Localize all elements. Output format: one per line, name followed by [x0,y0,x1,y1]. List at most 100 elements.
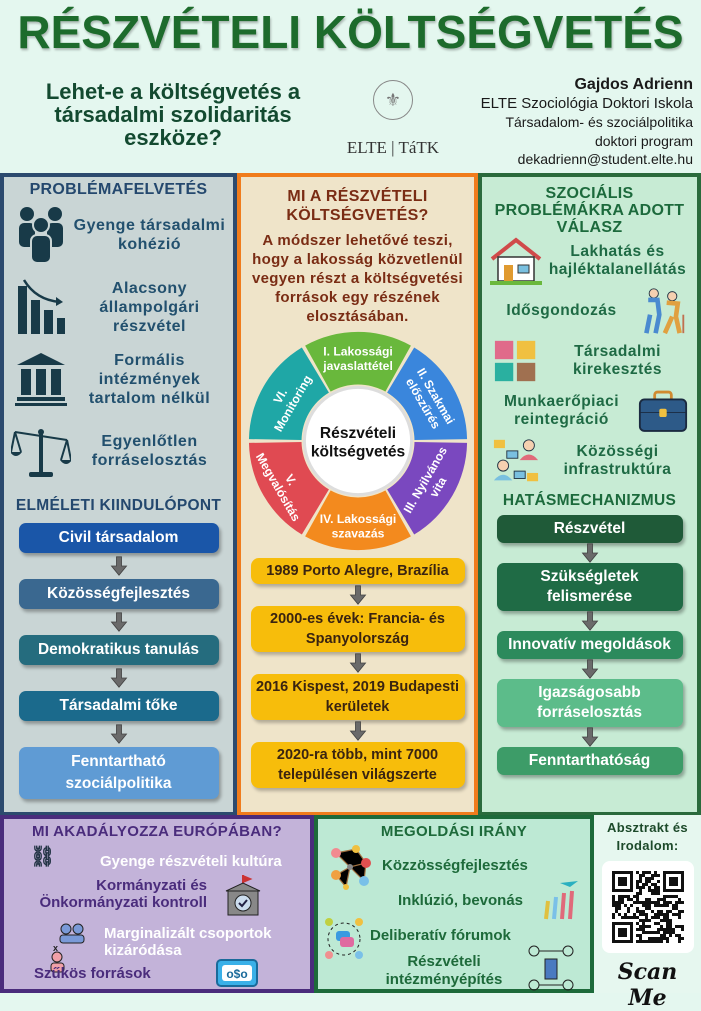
solutions-panel: MEGOLDÁSI IRÁNY Közzösségfejlesztés Inkl… [314,815,594,993]
qr-panel: Absztrakt és Irodalom: Scan Me [594,815,701,1011]
problem-item: Alacsony állampolgári részvétel [10,271,227,343]
theory-box: Közösségfejlesztés [18,579,219,609]
wheel-center [302,385,414,497]
mechanism-heading: HATÁSMECHANIZMUS [502,492,677,509]
down-arrow-icon [579,659,601,679]
down-arrow-icon [579,727,601,747]
poster-title: RÉSZVÉTELI KÖLTSÉGVETÉS [17,6,684,58]
institution-building-icon [10,351,72,407]
author-info: Gajdos Adrienn ELTE Szociológia Doktori … [448,76,693,169]
definition-column: MI A RÉSZVÉTELI KÖLTSÉGVETÉS? A módszer … [237,173,478,816]
institution-network-icon [528,945,574,995]
down-arrow-icon [108,665,130,691]
response-heading: SZOCIÁLIS PROBLÉMÁKRA ADOTT VÁLASZ [494,185,685,236]
network-icon [328,845,372,895]
problem-column: PROBLÉMAFELVETÉS Gyenge társadalmi kohéz… [0,173,237,816]
timeline-box: 1989 Porto Alegre, Brazília [250,558,465,584]
wheel-segment [305,490,411,551]
obstacle-item: Marginalizált csoportok kizáródása [104,925,272,959]
climbing-team-icon [540,879,580,925]
author-name: Gajdos Adrienn [574,76,693,93]
response-item: Közösségi infrastruktúra [488,436,691,486]
qr-code-image [611,871,684,943]
solution-item: Deliberatív fórumok [370,927,511,944]
obstacles-heading: MI AKADÁLYOZZA EURÓPÁBAN? [32,823,282,840]
wheel-segment [305,331,411,392]
problem-item: Formális intézmények tartalom nélkül [10,343,227,415]
down-arrow-icon [579,611,601,631]
definition-text: A módszer lehetővé teszi, hogy a lakossá… [251,232,463,325]
obstacle-item: Kormányzati és Önkormányzati kontroll [39,877,207,911]
wheel-segment [387,347,468,441]
theory-box: Civil társadalom [18,523,219,553]
declining-chart-icon [10,278,72,336]
response-item: Idősgondozás [488,286,691,336]
history-timeline: 1989 Porto Alegre, Brazília 2000-es évek:… [247,558,468,788]
timeline-box: 2016 Kispest, 2019 Budapesti kerületek [250,674,465,720]
mechanism-box: Fenntarthatóság [496,747,683,775]
wheel-segment [248,441,329,535]
broken-chain-icon: ⛓ [30,846,56,868]
wheel-center-label: költségvetés [311,444,406,461]
obstacle-item: Gyenge részvételi kultúra [100,853,282,870]
svg-text:x: x [53,943,58,953]
problem-item: Egyenlőtlen forráselosztás [10,415,227,487]
timeline-box: 2000-es évek: Francia- és Spanyolország [250,606,465,652]
unbalanced-scale-icon [10,422,72,480]
timeline-box: 2020-ra több, mint 7000 településen vilá… [250,742,465,788]
solution-item: Inklúzió, bevonás [398,892,524,909]
mechanism-box: Innovatív megoldások [496,631,683,659]
author-school: ELTE Szociológia Doktori Iskola [480,94,693,112]
theory-box: Demokratikus tanulás [18,635,219,665]
down-arrow-icon [108,609,130,635]
poster-subtitle: Lehet-e a költségvetés a társadalmi szol… [45,79,301,150]
elderly-care-icon [635,287,691,335]
mechanism-box: Igazságosabb forráselosztás [496,679,683,727]
response-item: Társadalmi kirekesztés [488,336,691,386]
svg-text:o$o: o$o [226,967,247,981]
down-arrow-icon [347,652,369,674]
university-seal-icon: ⚜ [373,80,413,120]
qr-code[interactable] [601,861,694,953]
down-arrow-icon [108,721,130,747]
theory-box: Fenntartható szociálpolitika [18,747,219,799]
wheel-segment [248,347,329,441]
scan-me-label: Scan Me [617,959,678,1011]
government-building-icon [224,875,262,923]
excluded-people-icon: x [48,923,88,977]
solutions-heading: MEGOLDÁSI IRÁNY [380,823,528,840]
author-program: Társadalom- és szociálpolitika [505,114,693,130]
author-email[interactable]: dekadrienn@student.elte.hu [517,151,693,167]
solution-item: Közzösségfejlesztés [382,857,528,874]
qr-heading: Absztrakt és Irodalom: [607,820,688,853]
problem-item: Gyenge társadalmi kohézió [10,199,227,271]
solution-item: Részvételi intézményépítés [385,953,503,988]
money-bill-icon: o$o [216,959,258,991]
wheel-segment [387,441,468,535]
down-arrow-icon [108,553,130,579]
obstacle-item: Szűkös források [34,965,151,982]
response-item: Lakhatás és hajléktalanellátás [488,236,691,286]
deliberation-icon [324,917,364,965]
definition-heading: MI A RÉSZVÉTELI KÖLTSÉGVETÉS? [286,188,429,224]
house-icon [488,237,544,285]
mechanism-box: Szükségletek felismerése [496,563,683,611]
people-group-icon [10,205,72,265]
theory-box: Társadalmi tőke [18,691,219,721]
briefcase-icon [635,390,691,433]
hands-icon [488,339,544,383]
author-program-2: doktori program [594,132,693,149]
down-arrow-icon [579,543,601,563]
response-item: Munkaerőpiaci reintegráció [488,386,691,436]
mechanism-box: Részvétel [496,515,683,543]
down-arrow-icon [347,720,369,742]
wheel-center-label: Részvételi [320,425,396,442]
problem-heading: PROBLÉMAFELVETÉS [29,181,208,198]
community-network-icon [488,438,544,484]
obstacles-panel: MI AKADÁLYOZZA EURÓPÁBAN? ⛓ Gyenge részv… [0,815,314,993]
